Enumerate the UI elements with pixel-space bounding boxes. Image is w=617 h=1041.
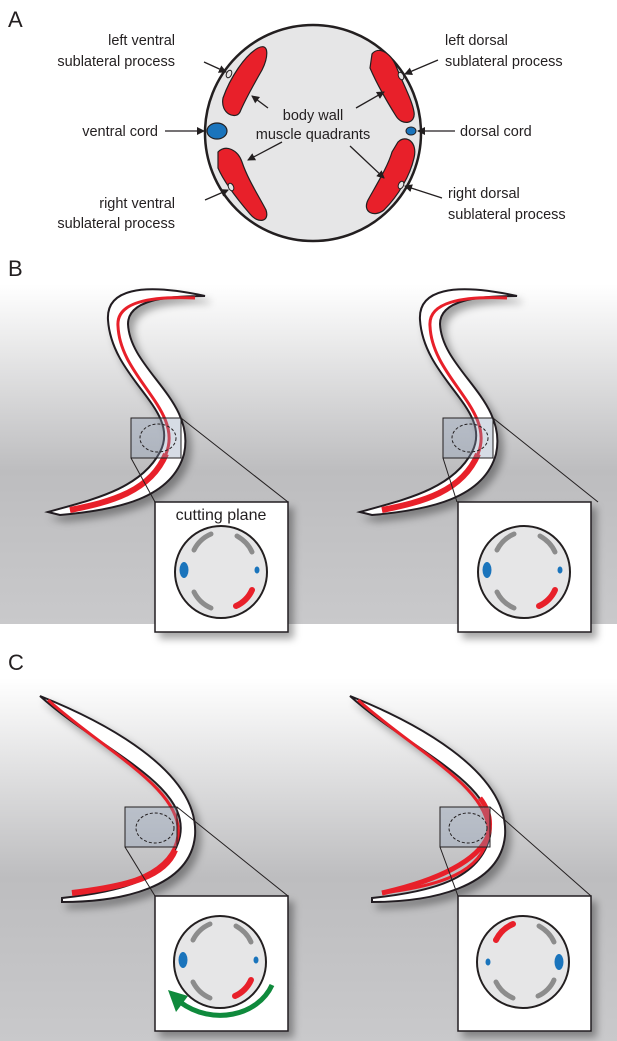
left-dorsal-process [397, 71, 405, 81]
label-left-ventral-2: sublateral process [57, 54, 175, 70]
muscle-quadrant-dorsal-lower [365, 138, 416, 215]
dorsal-cord-shape [405, 126, 417, 136]
panel-letter-c: C [8, 650, 24, 675]
label-right-dorsal-2: sublateral process [448, 207, 566, 223]
label-left-ventral-1: left ventral [108, 33, 175, 49]
left-ventral-process [225, 69, 233, 79]
cut-box-b-left [130, 417, 182, 459]
annotation-arrows [165, 59, 455, 201]
panel-letter-a: A [8, 7, 23, 32]
cut-box-b-right [442, 417, 494, 459]
ventral-cord-shape [206, 122, 228, 140]
muscle-quadrant-left-ventral-b [217, 147, 268, 221]
inset-b-left-section [174, 525, 268, 619]
label-left-dorsal-2: sublateral process [445, 54, 563, 70]
label-body-wall-1: body wall [283, 108, 343, 124]
muscle-quadrant-left-ventral [222, 46, 268, 117]
panel-letter-b: B [8, 256, 23, 281]
right-ventral-process [227, 182, 235, 192]
label-body-wall-2: muscle quadrants [256, 127, 370, 143]
right-dorsal-process [397, 180, 405, 190]
inset-c-left-section [168, 915, 275, 1018]
label-left-dorsal-1: left dorsal [445, 33, 508, 49]
cross-section-diagram [203, 23, 423, 243]
label-right-dorsal-1: right dorsal [448, 186, 520, 202]
label-right-ventral-2: sublateral process [57, 216, 175, 232]
label-dorsal-cord: dorsal cord [460, 124, 532, 140]
inset-c-right-section [476, 915, 570, 1009]
inset-b-right-section [477, 525, 571, 619]
label-ventral-cord: ventral cord [82, 124, 158, 140]
cutting-plane-label: cutting plane [176, 507, 267, 524]
label-right-ventral-1: right ventral [99, 196, 175, 212]
rotation-arrow [178, 983, 275, 1018]
